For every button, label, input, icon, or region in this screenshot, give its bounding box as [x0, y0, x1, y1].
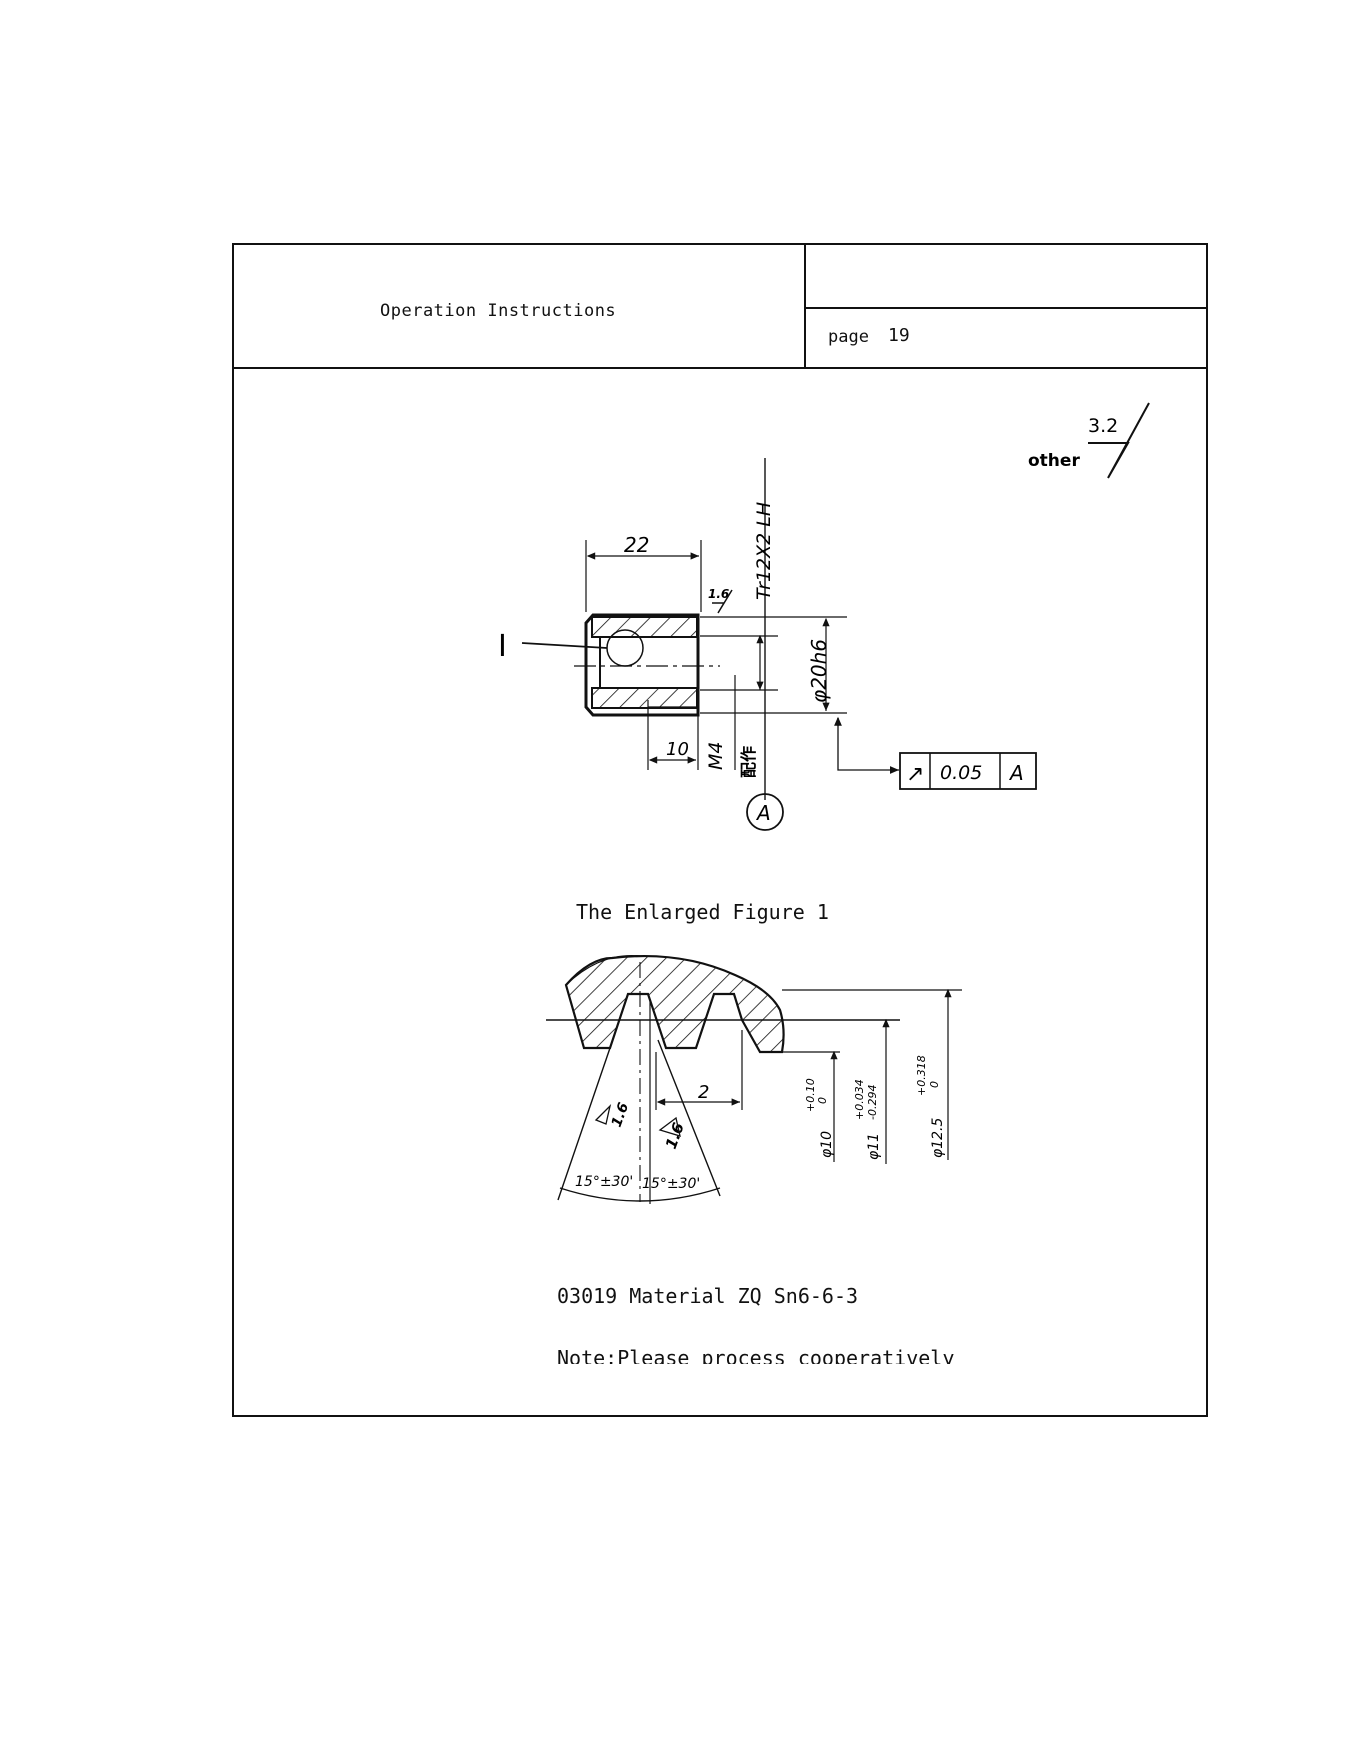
- dia-major-tol-lower: 0: [928, 1081, 941, 1088]
- enlarged-figure-title: The Enlarged Figure 1: [576, 900, 829, 924]
- default-roughness-symbol: other 3.2: [1028, 403, 1149, 478]
- bushing-section-view: I 22 Tr12X2 LH 1.6 φ20h6 10 M4 配作 A: [498, 458, 1036, 830]
- dia-pitch-tol-lower: -0.294: [866, 1085, 879, 1120]
- tapped-note-label: 配作: [739, 746, 758, 778]
- section-marker-label: I: [498, 629, 507, 664]
- dia-minor-tol-lower: 0: [816, 1097, 829, 1104]
- dia-minor-base-label: φ10: [819, 1131, 835, 1158]
- runout-symbol-icon: ↗: [906, 762, 924, 787]
- flank-roughness-left-icon: [596, 1106, 610, 1124]
- roughness-other-label: other: [1028, 451, 1080, 471]
- process-note: Note:Please process cooperatively: [557, 1346, 954, 1364]
- flank-roughness-left-label: 1.6: [609, 1100, 633, 1129]
- tolerance-datum-label: A: [1008, 761, 1024, 785]
- pitch-label: 2: [698, 1082, 709, 1103]
- detail-leader-line: [522, 643, 607, 648]
- tolerance-frame: ↗ 0.05 A: [900, 753, 1036, 789]
- angle-left-label: 15°±30': [575, 1174, 633, 1190]
- thread-spec-label: Tr12X2 LH: [753, 502, 775, 600]
- dia-minor-tol-upper: +0.10: [804, 1078, 817, 1112]
- diameter-spec-label: φ20h6: [807, 639, 831, 703]
- dia-pitch-base-label: φ11: [866, 1133, 882, 1160]
- dia-major-tol-upper: +0.318: [915, 1055, 928, 1096]
- dim-length-label: 22: [624, 533, 649, 557]
- dia-pitch-tol-upper: +0.034: [853, 1079, 866, 1120]
- tolerance-value-label: 0.05: [940, 762, 982, 784]
- enlarged-thread-view: 15°±30' 15°±30' 1.6 1.6 2 φ10 +0.10 0 φ1…: [546, 956, 962, 1204]
- dim-slot-label: 10: [666, 739, 689, 760]
- tapped-hole-label: M4: [705, 742, 727, 770]
- material-line: 03019 Material ZQ Sn6-6-3: [557, 1284, 858, 1308]
- angle-right-label: 15°±30': [642, 1176, 700, 1192]
- dia-major-base-label: φ12.5: [930, 1118, 946, 1159]
- roughness-default-value: 3.2: [1088, 415, 1118, 437]
- datum-marker-label: A: [755, 801, 771, 825]
